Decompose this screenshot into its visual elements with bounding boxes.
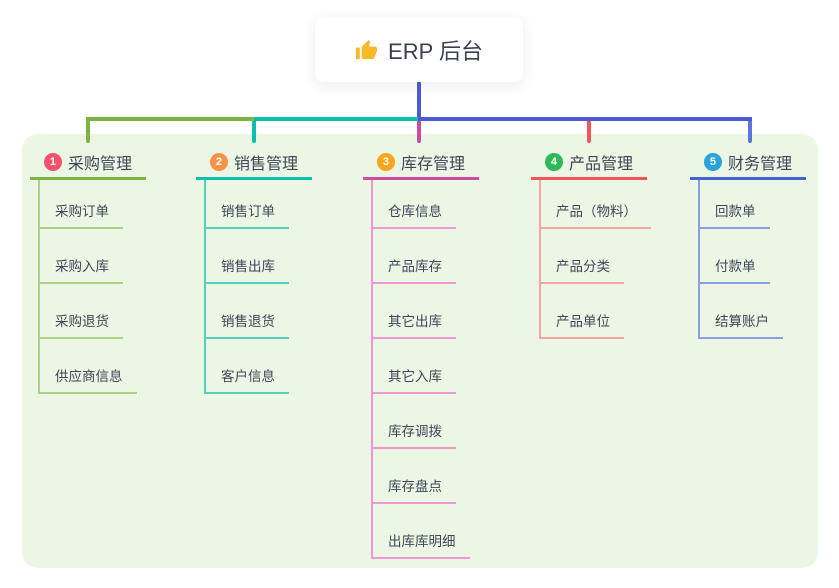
child-node-label: 其它出库 [388,314,442,329]
branch-label: 产品管理 [568,155,633,173]
bus-segment [254,117,418,121]
branch-header[interactable]: 2 销售管理 [196,146,312,180]
child-node[interactable]: 回款单 [698,202,770,229]
child-node[interactable]: 采购订单 [38,202,123,229]
branch-drop-line [252,121,256,143]
child-node[interactable]: 库存调拨 [371,422,456,449]
child-node[interactable]: 付款单 [698,257,770,284]
child-node-label: 采购入库 [55,259,109,274]
branch-children-rail [539,180,541,339]
branch-children-rail [38,180,40,394]
branch-badge: 5 [703,152,722,171]
branch-label: 销售管理 [233,155,298,173]
child-node-label: 产品单位 [556,314,610,329]
root-connector-line [417,82,421,121]
branch-children-rail [698,180,700,339]
child-node[interactable]: 采购入库 [38,257,123,284]
child-node[interactable]: 产品分类 [539,257,624,284]
bus-segment [418,117,752,121]
child-node-label: 出库库明细 [388,534,456,549]
child-node-label: 库存调拨 [388,424,442,439]
branch-children-rail [204,180,206,394]
thumbs-up-icon [355,39,378,59]
child-node[interactable]: 结算账户 [698,312,783,339]
child-node[interactable]: 产品（物料） [539,202,651,229]
root-node-label: ERP 后台 [388,39,483,64]
child-node[interactable]: 销售出库 [204,257,289,284]
child-node[interactable]: 产品单位 [539,312,624,339]
branch-badge: 1 [43,152,62,171]
child-node-label: 付款单 [715,259,756,274]
branch-badge: 4 [544,152,563,171]
branch-drop-line [748,121,752,143]
branch-badge: 3 [376,152,395,171]
branch-children-rail [371,180,373,559]
child-node[interactable]: 销售退货 [204,312,289,339]
child-node[interactable]: 其它出库 [371,312,456,339]
child-node-label: 客户信息 [221,369,275,384]
branch-drop-line [86,121,90,143]
branch-badge: 2 [209,152,228,171]
child-node-label: 产品分类 [556,259,610,274]
branch-label: 财务管理 [727,155,792,173]
bus-segment [86,117,254,121]
child-node-label: 产品库存 [388,259,442,274]
child-node-label: 供应商信息 [55,369,123,384]
child-node[interactable]: 仓库信息 [371,202,456,229]
child-node-label: 其它入库 [388,369,442,384]
branch-label: 采购管理 [67,155,132,173]
child-node-label: 库存盘点 [388,479,442,494]
child-node[interactable]: 库存盘点 [371,477,456,504]
child-node-label: 仓库信息 [388,204,442,219]
child-node[interactable]: 客户信息 [204,367,289,394]
root-node[interactable]: ERP 后台 [315,18,523,82]
branch-label: 库存管理 [400,155,465,173]
child-node[interactable]: 产品库存 [371,257,456,284]
child-node[interactable]: 出库库明细 [371,532,470,559]
child-node-label: 销售出库 [221,259,275,274]
child-node[interactable]: 销售订单 [204,202,289,229]
child-node[interactable]: 供应商信息 [38,367,137,394]
child-node[interactable]: 采购退货 [38,312,123,339]
branch-drop-line [587,121,591,143]
branches-panel [22,134,818,568]
child-node-label: 采购订单 [55,204,109,219]
branch-header[interactable]: 1 采购管理 [30,146,146,180]
branch-header[interactable]: 3 库存管理 [363,146,479,180]
branch-drop-line [417,121,421,143]
child-node-label: 销售订单 [221,204,275,219]
child-node[interactable]: 其它入库 [371,367,456,394]
child-node-label: 产品（物料） [556,204,637,219]
branch-header[interactable]: 5 财务管理 [690,146,806,180]
child-node-label: 销售退货 [221,314,275,329]
child-node-label: 回款单 [715,204,756,219]
child-node-label: 采购退货 [55,314,109,329]
branch-header[interactable]: 4 产品管理 [531,146,647,180]
child-node-label: 结算账户 [715,314,769,329]
